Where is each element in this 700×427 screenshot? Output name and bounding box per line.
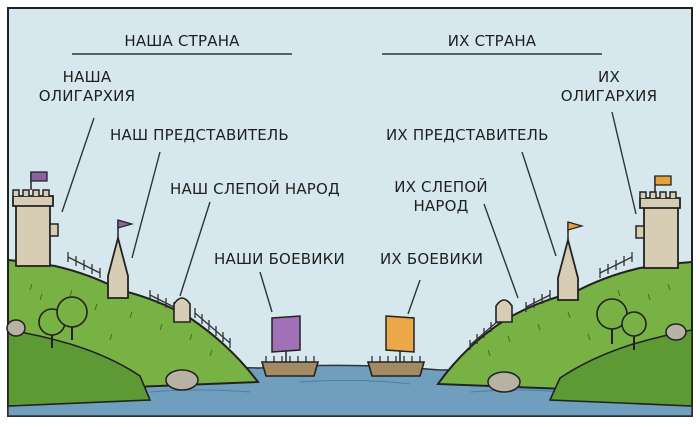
right-boat [366,315,426,377]
left-castle-tower [12,171,59,267]
left-boat [260,315,320,377]
left-hill-front [7,329,152,407]
their-fighters-label: ИХ БОЕВИКИ [380,250,484,268]
our-fighters-label: НАШИ БОЕВИКИ [214,250,345,268]
left-blind-people-hut [173,297,191,323]
right-boat-sail [385,315,415,353]
left-boat-sail [271,315,301,353]
their-country-header: ИХ СТРАНА [447,32,537,50]
right-castle-tower [635,175,681,269]
their-oligarchy-label: ИХ ОЛИГАРХИЯ [560,68,658,105]
right-oligarchy-flag [654,175,672,186]
right-rock [487,371,521,393]
right-trees [596,298,647,350]
their-representative-label: ИХ ПРЕДСТАВИТЕЛЬ [386,126,549,144]
left-representative-tower [107,219,135,299]
their-blind-people-label: ИХ СЛЕПОЙ НАРОД [394,178,488,215]
our-country-header: НАША СТРАНА [124,32,240,50]
left-rock [165,369,199,391]
right-blind-people-hut [495,299,513,323]
right-representative-tower [557,221,585,301]
pointer-lines [61,111,637,315]
our-representative-label: НАШ ПРЕДСТАВИТЕЛЬ [110,126,289,144]
our-blind-people-label: НАШ СЛЕПОЙ НАРОД [170,180,340,198]
left-oligarchy-flag [30,171,48,182]
our-oligarchy-label: НАША ОЛИГАРХИЯ [38,68,136,105]
left-trees [38,296,88,348]
